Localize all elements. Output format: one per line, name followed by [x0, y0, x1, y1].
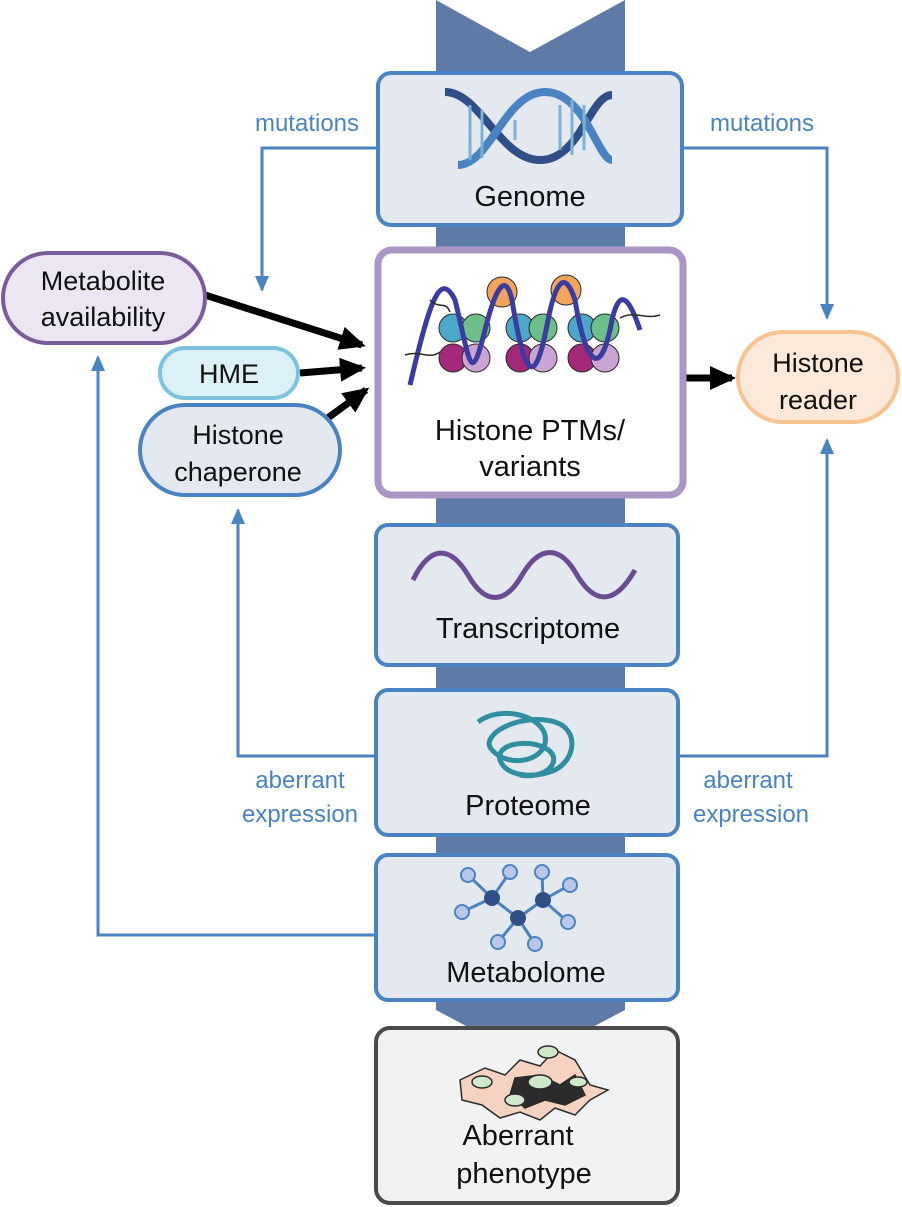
chaperone-input-arrow: [322, 387, 370, 423]
dna-helix-icon: [444, 87, 614, 169]
phenotype-label-line2: phenotype: [456, 1158, 591, 1190]
feedback-connectors: [91, 146, 834, 937]
aberrant-left-label-line2: expression: [242, 801, 358, 828]
metabolite-availability-node: Metabolite availability: [1, 251, 207, 345]
aberrant-right-label-line1: aberrant: [703, 767, 793, 794]
chaperone-label-line2: chaperone: [174, 457, 302, 487]
chaperone-label-line1: Histone: [192, 420, 284, 450]
mutations-right-label: mutations: [710, 110, 814, 137]
cells-icon: [459, 1045, 610, 1121]
protein-fold-icon: [476, 710, 575, 779]
hme-node: HME: [158, 346, 300, 400]
mutations-left-arrow: [255, 146, 378, 292]
genome-label: Genome: [474, 181, 585, 213]
proteome-box: Proteome: [374, 688, 680, 837]
nucleosome-icon: [404, 274, 661, 386]
aberrant-right-label-line2: expression: [693, 801, 809, 828]
hme-input-arrow: [299, 357, 366, 382]
metabolome-box: Metabolome: [374, 853, 680, 1002]
proteome-to-reader-arrow: [678, 438, 834, 758]
hme-label: HME: [199, 359, 259, 389]
metabolite-input-arrow: [203, 291, 366, 350]
histone-chaperone-node: Histone chaperone: [138, 403, 342, 497]
histone-ptm-box: Histone PTMs/ variants: [374, 246, 687, 499]
aberrant-left-label-line1: aberrant: [255, 767, 345, 794]
transcriptome-label: Transcriptome: [436, 613, 620, 645]
metabolome-label: Metabolome: [446, 957, 606, 989]
phenotype-label-line1: Aberrant: [462, 1120, 573, 1152]
mutations-right-arrow: [684, 146, 834, 320]
metabolome-to-metabolite-arrow: [91, 355, 378, 937]
phenotype-box: Aberrant phenotype: [374, 1026, 680, 1205]
histone-ptms-label-line2: variants: [479, 451, 581, 483]
molecule-icon: [454, 864, 578, 952]
reader-label-line2: reader: [779, 385, 857, 415]
mutations-left-label: mutations: [255, 110, 359, 137]
metabolite-label-line2: availability: [41, 302, 166, 332]
transcriptome-box: Transcriptome: [374, 523, 680, 667]
histone-reader-node: Histone reader: [736, 330, 900, 424]
rna-wave-icon: [410, 550, 638, 600]
histone-ptms-label-line1: Histone PTMs/: [435, 415, 626, 447]
proteome-label: Proteome: [465, 790, 591, 822]
reader-label-line1: Histone: [772, 348, 864, 378]
proteome-to-chaperone-arrow: [231, 508, 378, 758]
genome-box: Genome: [376, 71, 684, 227]
metabolite-label-line1: Metabolite: [41, 266, 166, 296]
